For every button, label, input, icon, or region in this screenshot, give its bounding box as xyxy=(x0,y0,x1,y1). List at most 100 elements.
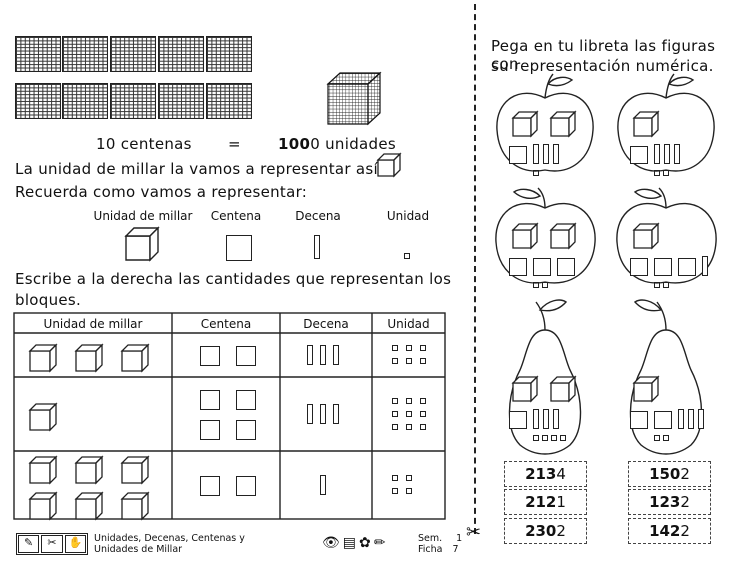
ten-rod xyxy=(664,144,670,164)
hundred-square xyxy=(509,146,527,164)
legend-ten-rod xyxy=(314,235,320,259)
thousand-block xyxy=(120,343,150,373)
ten-rod xyxy=(332,345,339,365)
hundred-grid xyxy=(110,83,156,119)
unit-dot xyxy=(406,488,412,494)
ten-rod xyxy=(306,404,313,424)
unit-dot xyxy=(392,345,398,351)
hundred-grid xyxy=(62,83,108,119)
palette-icon: ✿ xyxy=(359,535,374,551)
equation-right: 1000 unidades xyxy=(278,135,396,153)
hundred-square xyxy=(630,411,648,429)
unit-dot xyxy=(663,170,669,176)
number-card: 2121 xyxy=(504,489,587,515)
legend-unidad: Unidad xyxy=(386,209,430,223)
table-instruction-2: bloques. xyxy=(15,291,82,309)
unit-dot xyxy=(420,397,426,404)
unit-dot xyxy=(406,475,412,481)
unit-dot xyxy=(406,397,412,404)
hundred-square xyxy=(200,390,220,410)
ten-rod xyxy=(319,345,326,365)
unit-dot xyxy=(654,170,660,176)
thousand-block xyxy=(632,375,660,403)
tools-icon: ✂ xyxy=(41,535,63,553)
thousand-block xyxy=(28,402,58,432)
hundred-grid xyxy=(110,36,156,72)
hundred-square xyxy=(678,258,696,276)
number-card: 2302 xyxy=(504,518,587,544)
table-header-centena: Centena xyxy=(200,317,252,331)
ten-rod xyxy=(319,475,326,495)
thousand-block xyxy=(28,455,58,485)
hundred-square xyxy=(630,258,648,276)
unit-dot xyxy=(663,435,669,441)
table-header-unidad: Unidad xyxy=(387,317,430,331)
hand-icon: ✋ xyxy=(64,535,86,553)
hundred-grid xyxy=(206,36,252,72)
number-card: 1422 xyxy=(628,518,711,544)
hundred-square xyxy=(630,146,648,164)
hundred-grid xyxy=(158,36,204,72)
footer-icons: 👁▤✿✏ xyxy=(322,535,388,551)
unit-dot xyxy=(654,282,660,288)
thousand-block xyxy=(74,455,104,485)
ten-rod xyxy=(698,409,704,429)
thousand-block xyxy=(28,343,58,373)
legend-hundred-square xyxy=(226,235,252,261)
right-instruction-1: Pega en tu libreta las figuras con xyxy=(491,37,716,73)
equation-sign: = xyxy=(228,135,241,153)
unit-dot xyxy=(392,488,398,494)
thousand-block xyxy=(74,343,104,373)
thousand-block xyxy=(511,375,539,403)
puzzle-icon: ✎ xyxy=(18,535,40,553)
hundred-grid xyxy=(206,83,252,119)
unit-dot xyxy=(420,410,426,417)
ten-rod xyxy=(306,345,313,365)
thousand-block xyxy=(120,455,150,485)
ten-rod xyxy=(543,144,549,164)
ten-rod xyxy=(688,409,694,429)
scissors-icon: ✂ xyxy=(466,522,482,543)
unit-dot xyxy=(420,345,426,351)
hundred-grid xyxy=(15,36,61,72)
instruction-line-1: La unidad de millar la vamos a represent… xyxy=(15,160,378,178)
thousand-block xyxy=(120,491,150,521)
thousand-block xyxy=(74,491,104,521)
ten-rod xyxy=(553,409,559,429)
book-icon: ▤ xyxy=(342,535,360,551)
ten-rod xyxy=(319,404,326,424)
unit-dot xyxy=(533,435,539,441)
unit-dot xyxy=(392,410,398,417)
ten-rod xyxy=(533,409,539,429)
activity-icons: ✎ ✂ ✋ xyxy=(16,533,88,555)
ten-rod xyxy=(678,409,684,429)
ten-rod xyxy=(533,144,539,164)
unit-dot xyxy=(533,282,539,288)
hundred-square xyxy=(533,258,551,276)
number-card: 1232 xyxy=(628,489,711,515)
unit-dot xyxy=(542,282,548,288)
legend-unit-dot xyxy=(404,253,410,259)
unit-dot xyxy=(533,170,539,176)
hundred-square xyxy=(236,346,256,366)
unit-dot xyxy=(406,345,412,351)
thousand-block xyxy=(549,222,577,250)
ten-rod xyxy=(654,144,660,164)
small-cube-icon xyxy=(376,152,402,178)
unit-dot xyxy=(392,397,398,404)
instruction-line-2: Recuerda como vamos a representar: xyxy=(15,183,308,201)
hundred-square xyxy=(654,411,672,429)
hundred-grid xyxy=(62,36,108,72)
ten-rod xyxy=(702,256,708,276)
unit-dot xyxy=(420,358,426,364)
hundred-square xyxy=(200,476,220,496)
unit-dot xyxy=(551,435,557,441)
table-header-millar: Unidad de millar xyxy=(43,317,143,331)
pencil-icon: ✏ xyxy=(373,535,389,551)
thousand-block xyxy=(511,110,539,138)
thousand-block xyxy=(511,222,539,250)
thousand-block xyxy=(549,110,577,138)
unit-dot xyxy=(392,423,398,430)
